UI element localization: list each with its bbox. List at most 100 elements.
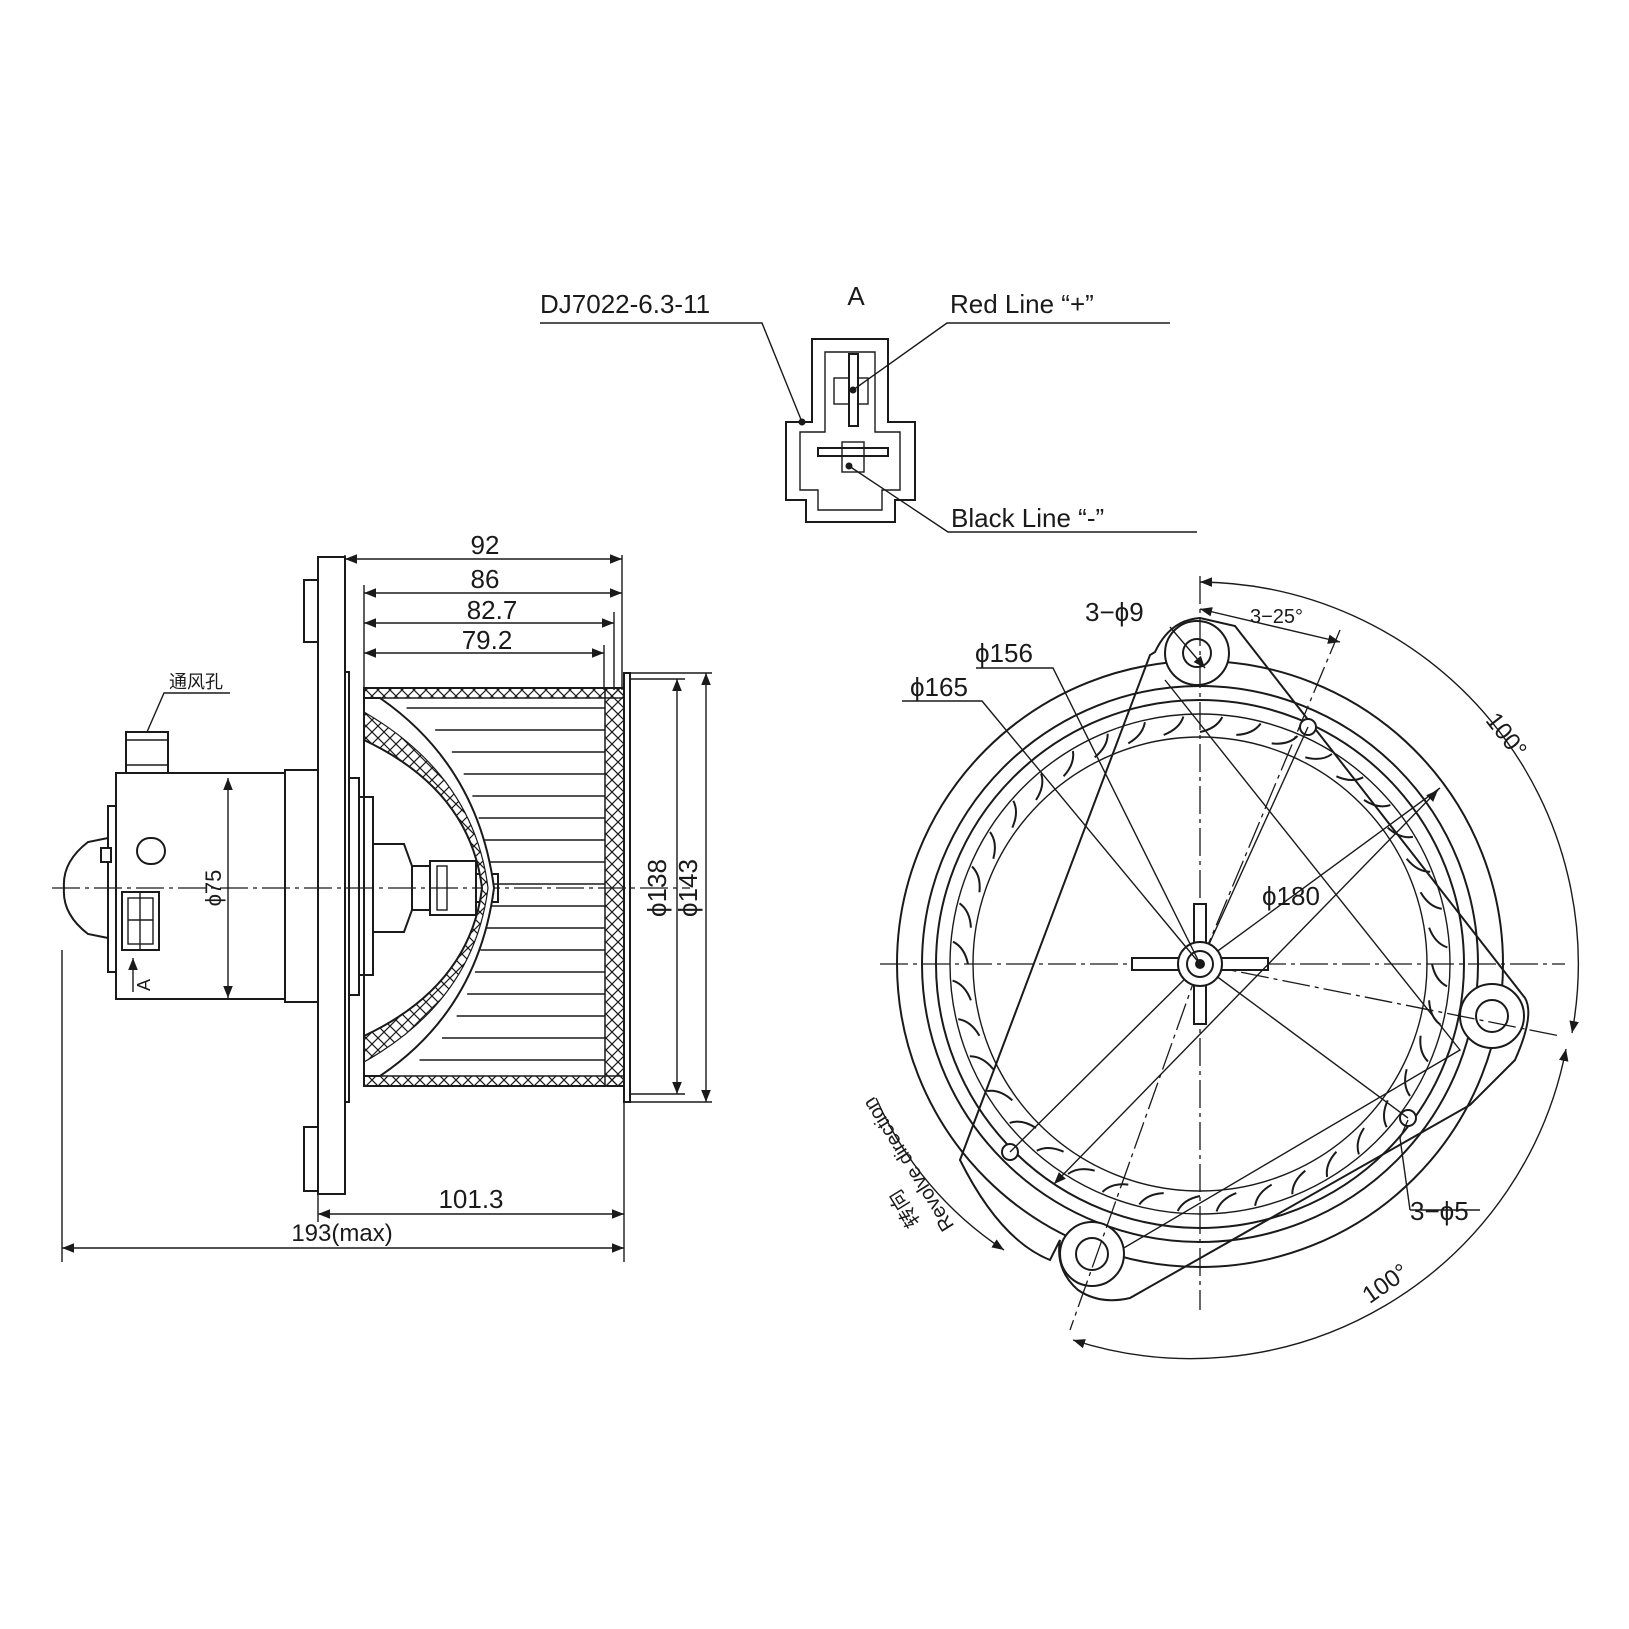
front-blade	[989, 831, 996, 859]
dia-165-leader	[902, 700, 1201, 965]
front-blade	[1215, 1192, 1237, 1212]
dim-138-label: ϕ138	[642, 859, 672, 917]
dim-101-label: 101.3	[438, 1184, 503, 1214]
front-blade	[986, 1089, 1013, 1102]
front-blade	[1236, 722, 1262, 736]
front-blade	[1325, 1151, 1338, 1178]
wheel-hub-hatch	[363, 710, 489, 1064]
front-blade	[1011, 800, 1017, 829]
dim-92-label: 92	[471, 530, 500, 560]
plate-tab-bottom	[303, 1126, 319, 1192]
angle-100-upper-label: 100°	[1480, 708, 1532, 764]
brush-slot	[136, 837, 166, 865]
dim-75-label: ϕ75	[201, 870, 226, 907]
black-line-label: Black Line “-”	[951, 503, 1104, 533]
dia-180-label: ϕ180	[1262, 881, 1320, 911]
mounting-plate	[317, 556, 346, 1195]
front-view: ϕ156 ϕ165 ϕ180 3−ϕ9 3−ϕ5 3−25° 100° 100°…	[859, 576, 1579, 1360]
front-blade	[1419, 1035, 1429, 1063]
front-blade	[1335, 775, 1364, 781]
vent-leader	[146, 692, 230, 733]
dia-156-label: ϕ156	[975, 638, 1033, 668]
view-a-label: A	[847, 281, 865, 311]
front-blade	[1062, 750, 1075, 777]
front-blade	[1199, 716, 1224, 733]
angle-100-lower-label: 100°	[1358, 1259, 1414, 1310]
front-blade	[952, 940, 969, 965]
front-blade	[1127, 722, 1146, 745]
red-line-leader	[852, 322, 1170, 391]
vent-hole	[125, 731, 169, 774]
front-blade	[1431, 963, 1448, 988]
vent-label: 通风孔	[169, 672, 223, 692]
front-blade	[1036, 1147, 1065, 1153]
part-number-leader	[540, 322, 803, 423]
front-blade	[1428, 1000, 1442, 1026]
holes-9-label: 3−ϕ9	[1085, 597, 1144, 627]
wheel-rim-top	[363, 687, 625, 699]
center-line	[1199, 963, 1409, 1119]
motor-hub	[348, 777, 360, 996]
front-blade	[1254, 1183, 1273, 1206]
front-blade	[1101, 1183, 1129, 1193]
front-blade	[1305, 753, 1333, 760]
front-blade	[1176, 1195, 1201, 1212]
motor-flange	[284, 769, 319, 1003]
front-blade	[1291, 1169, 1306, 1195]
dia-165-label: ϕ165	[910, 672, 968, 702]
front-blade	[1363, 799, 1391, 808]
part-number-label: DJ7022-6.3-11	[540, 289, 710, 319]
dia-180-line	[1053, 789, 1439, 1185]
front-blade	[1383, 1099, 1389, 1128]
front-blade	[1271, 735, 1299, 745]
dia-156-leader	[976, 667, 1201, 965]
front-blade	[1094, 733, 1109, 759]
front-blade	[969, 1055, 995, 1070]
wheel-end-plate	[623, 672, 631, 1103]
mount-hole-top	[1182, 638, 1212, 668]
connector-outline	[785, 338, 916, 523]
dim-82-label: 82.7	[467, 595, 518, 625]
dim-79-label: 79.2	[462, 625, 513, 655]
rear-cap	[107, 805, 117, 973]
front-blade	[1428, 927, 1448, 949]
side-view: 92 86 82.7 79.2 ϕ138 ϕ143 ϕ75 通风孔 A 101.…	[52, 530, 712, 1262]
front-blade	[1404, 1069, 1411, 1097]
front-blade	[952, 979, 972, 1001]
center-line	[1199, 787, 1441, 965]
rear-clip	[100, 847, 112, 863]
front-blade	[1356, 1127, 1365, 1155]
dim-86-label: 86	[471, 564, 500, 594]
center-line	[1199, 726, 1309, 965]
front-blade	[1163, 716, 1185, 736]
connector-inner-outline	[799, 351, 901, 511]
revolve-arrow	[875, 1097, 1005, 1251]
plate-tab-top	[303, 579, 319, 643]
red-line-label: Red Line “+”	[950, 289, 1094, 319]
wheel-rim-bottom	[363, 1075, 625, 1087]
front-blade	[958, 902, 972, 928]
front-blade	[1067, 1168, 1095, 1175]
nut-detail	[436, 865, 448, 911]
wheel-blades	[406, 707, 605, 1061]
front-blade	[1009, 1120, 1037, 1129]
black-terminal-housing	[841, 441, 865, 473]
rear-bearing-dome	[62, 836, 109, 940]
section-mark-label: A	[134, 979, 154, 991]
front-blade	[1035, 773, 1044, 801]
holes-9-leader	[1169, 626, 1206, 669]
mount-hole-bottom	[1075, 1237, 1109, 1271]
angle-100-lower-arc	[1072, 1048, 1569, 1360]
mount-hole-right	[1475, 999, 1509, 1033]
front-blade	[971, 865, 981, 893]
dim-143-label: ϕ143	[673, 859, 703, 917]
front-blade	[1419, 891, 1442, 910]
wheel-end-ring	[604, 687, 625, 1087]
front-center-25deg	[1199, 629, 1341, 965]
angle-25-label: 3−25°	[1250, 606, 1303, 628]
black-terminal-blade	[817, 447, 889, 457]
angle-100-upper-arc	[1199, 577, 1579, 1034]
connector-view: DJ7022-6.3-11 A Red Line “+” Black Line …	[540, 281, 1197, 533]
front-blade	[958, 1018, 981, 1037]
